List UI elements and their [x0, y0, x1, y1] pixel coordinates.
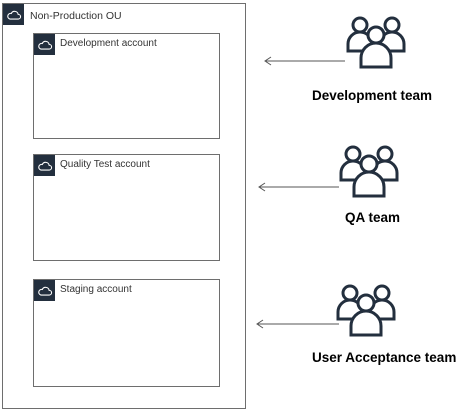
account-box-quality-test: Quality Test account: [33, 154, 220, 261]
ou-label: Non-Production OU: [30, 10, 122, 22]
arrow-user-acceptance: [256, 319, 339, 329]
team-label-qa: QA team: [345, 210, 401, 225]
cloud-icon: [34, 155, 55, 176]
users-icon: [339, 142, 399, 198]
cloud-icon: [3, 4, 24, 25]
arrow-qa: [258, 182, 339, 192]
account-box-staging: Staging account: [33, 279, 220, 387]
arrow-development: [264, 56, 345, 66]
team-label-user-acceptance: User Acceptance team: [312, 350, 457, 365]
account-label: Development account: [60, 38, 157, 49]
account-label: Staging account: [60, 284, 132, 295]
users-icon: [346, 13, 406, 69]
account-box-development: Development account: [33, 33, 220, 139]
account-label: Quality Test account: [60, 159, 150, 170]
cloud-icon: [34, 280, 55, 301]
team-label-development: Development team: [312, 88, 433, 103]
cloud-icon: [34, 34, 55, 55]
users-icon: [336, 281, 396, 337]
ou-container: Non-Production OU Development account Qu…: [2, 3, 246, 409]
